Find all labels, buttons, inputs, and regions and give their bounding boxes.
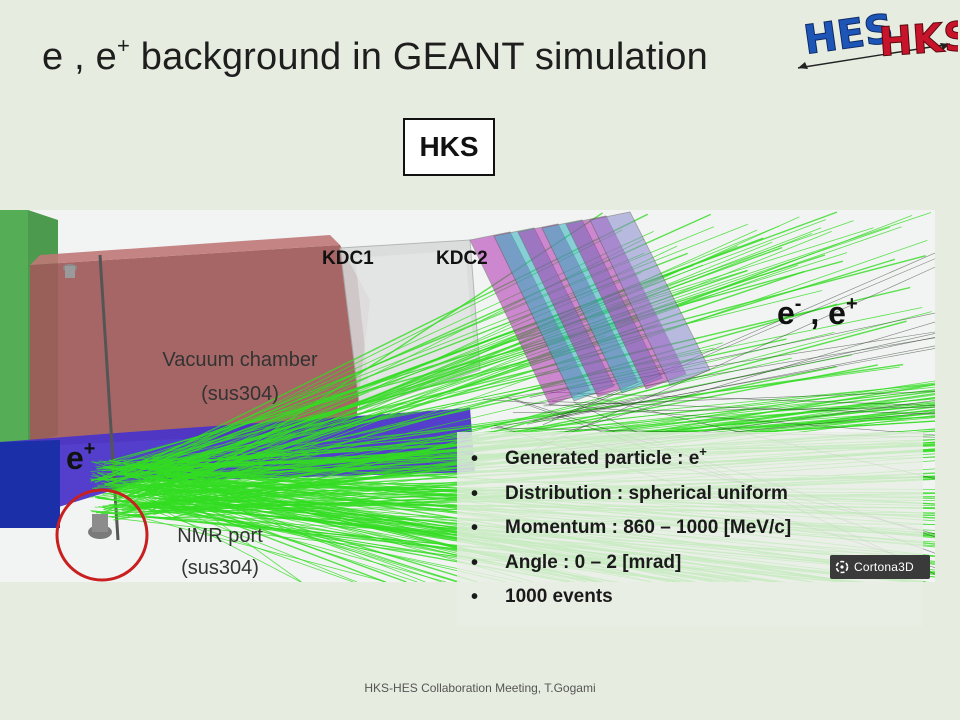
param-distribution: Distribution : spherical uniform	[471, 477, 791, 512]
hodoscope-detectors	[469, 211, 711, 406]
param-generated-particle: Generated particle : e+	[471, 442, 791, 477]
vacuum-chamber	[30, 245, 370, 445]
slide-footer: HKS-HES Collaboration Meeting, T.Gogami	[364, 681, 596, 695]
param-momentum: Momentum : 860 – 1000 [MeV/c]	[471, 511, 791, 546]
beam-pipe-end	[0, 440, 60, 528]
nmr-port-highlight-circle	[55, 488, 149, 582]
cortona-logo-icon	[835, 560, 849, 574]
nmr-port	[63, 264, 112, 539]
nmr-port-label: NMR port (sus304)	[177, 525, 263, 579]
logo-text-hks: HKS	[877, 14, 958, 66]
cortona3d-badge: Cortona3D	[830, 555, 930, 579]
simulation-parameters-box: Generated particle : e+ Distribution : s…	[457, 432, 923, 626]
hes-hks-logo: HES HKS	[790, 4, 960, 82]
param-angle: Angle : 0 – 2 [mrad]	[471, 546, 791, 581]
positron-label: e+	[66, 438, 96, 476]
hks-spectrometer-box: HKS	[403, 118, 495, 176]
param-events: 1000 events	[471, 580, 791, 615]
green-shield-left	[0, 210, 28, 455]
cortona3d-label: Cortona3D	[854, 560, 914, 574]
kdc2-label: KDC2	[436, 248, 488, 269]
kdc-plane-inner	[355, 250, 475, 395]
electron-positron-label: e- , e+	[777, 293, 858, 331]
vacuum-chamber-label: Vacuum chamber (sus304)	[162, 349, 318, 405]
vacuum-chamber-top	[30, 235, 340, 265]
slide-title: e , e+ background in GEANT simulation	[42, 33, 708, 79]
kdc1-label: KDC1	[322, 248, 374, 269]
